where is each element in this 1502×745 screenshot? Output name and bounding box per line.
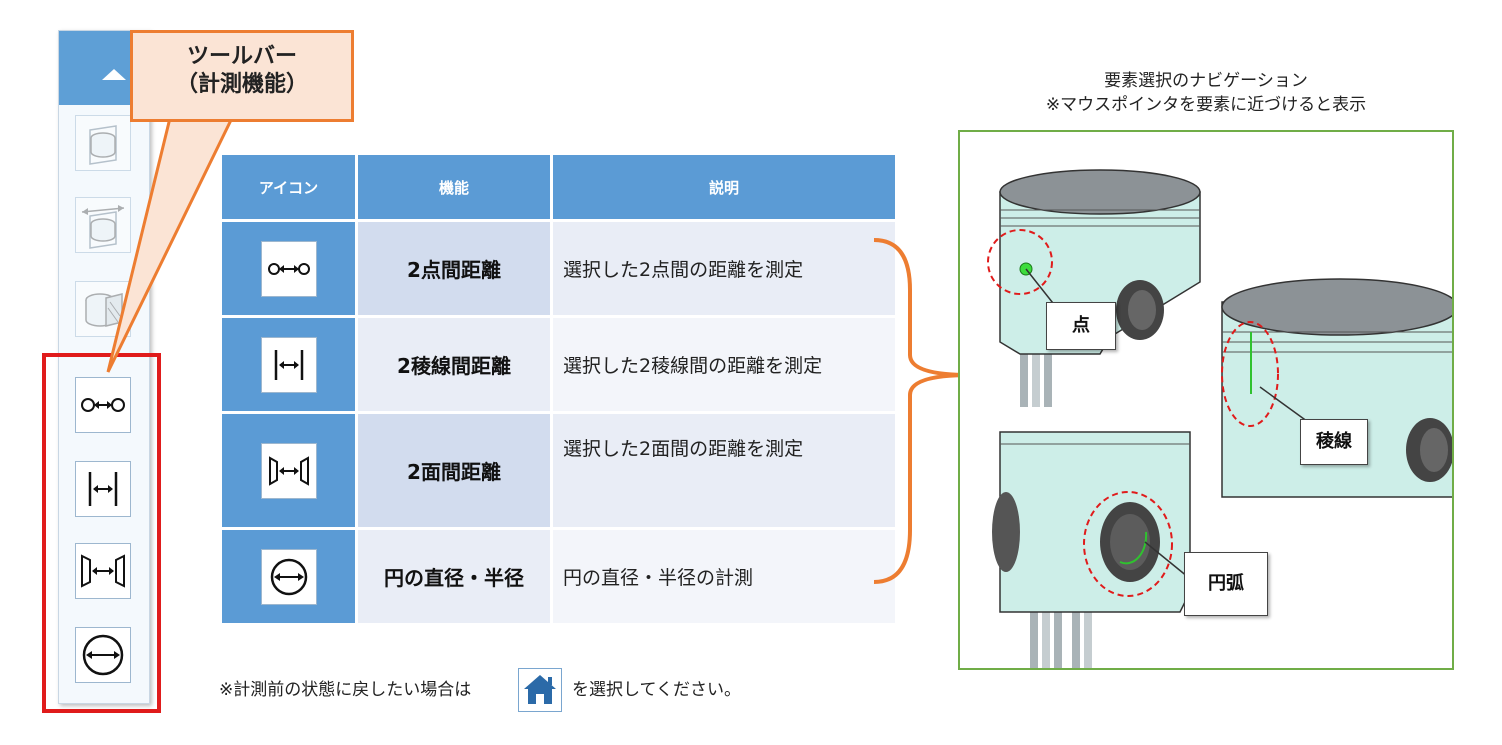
piston-edge-example [1221,278,1452,498]
section-cylinder-icon [89,125,117,165]
edge-distance-button[interactable] [75,461,131,517]
face-distance-icon [260,442,317,499]
table-cell-description: 選択した2点間の距離を測定 [550,219,898,318]
table-cell-description: 選択した2面間の距離を測定 [550,411,898,530]
measurement-tools-highlight [42,353,161,713]
reset-note-text-after: を選択してください。 [572,680,741,700]
piston-illustration [987,169,1452,668]
header-icon: アイコン [219,152,358,222]
point-distance-icon [260,240,317,297]
table-row: 円の直径・半径 円の直径・半径の計測 [219,527,898,626]
table-cell-function: 円の直径・半径 [355,527,553,626]
function-table: アイコン 機能 説明 2点間距離 選択した2点間の距離を測定 [219,152,898,626]
circle-diameter-icon [260,548,317,605]
table-cell-icon [219,219,358,318]
table-header-row: アイコン 機能 説明 [219,152,898,222]
navigation-example-panel: 点 稜線 円弧 [958,130,1454,670]
section-cylinder-arrows-icon [81,205,125,249]
navigation-title: 要素選択のナビゲーション [1104,71,1308,91]
table-row: 2稜線間距離 選択した2稜線間の距離を測定 [219,315,898,414]
home-icon[interactable] [518,668,562,712]
circle-diameter-button[interactable] [75,627,131,683]
callout-subtitle: （計測機能） [175,72,308,97]
table-cell-icon [219,315,358,414]
header-function: 機能 [355,152,553,222]
edge-label: 稜線 [1300,419,1368,465]
toolbar-callout: ツールバー （計測機能） [130,30,354,122]
piston-point-example [987,169,1201,407]
table-cell-description: 選択した2稜線間の距離を測定 [550,315,898,414]
header-description: 説明 [550,152,898,222]
circle-diameter-icon [82,634,124,676]
measurement-toolbar [58,30,150,704]
table-cell-description: 円の直径・半径の計測 [550,527,898,626]
section-cylinder-button[interactable] [75,115,131,171]
table-cell-function: 2面間距離 [355,411,553,530]
point-distance-icon [81,398,125,412]
point-label: 点 [1046,302,1116,350]
face-distance-icon [81,554,125,588]
navigation-subtitle: ※マウスポインタを要素に近づけると表示 [1045,95,1367,115]
point-distance-button[interactable] [75,377,131,433]
chevron-up-icon[interactable] [102,69,126,80]
piston-arc-example [992,431,1191,668]
table-cell-function: 2稜線間距離 [355,315,553,414]
table-row: 2点間距離 選択した2点間の距離を測定 [219,219,898,318]
section-cylinder-arrows-button[interactable] [75,197,131,253]
table-row: 2面間距離 選択した2面間の距離を測定 [219,411,898,530]
table-cell-icon [219,527,358,626]
callout-title: ツールバー [186,44,297,69]
arc-label: 円弧 [1184,552,1268,616]
face-distance-button[interactable] [75,543,131,599]
table-cell-icon [219,411,358,530]
reset-note-text: ※計測前の状態に戻したい場合は [219,680,472,700]
table-cell-function: 2点間距離 [355,219,553,318]
edge-distance-icon [260,336,317,393]
edge-distance-icon [88,472,118,506]
